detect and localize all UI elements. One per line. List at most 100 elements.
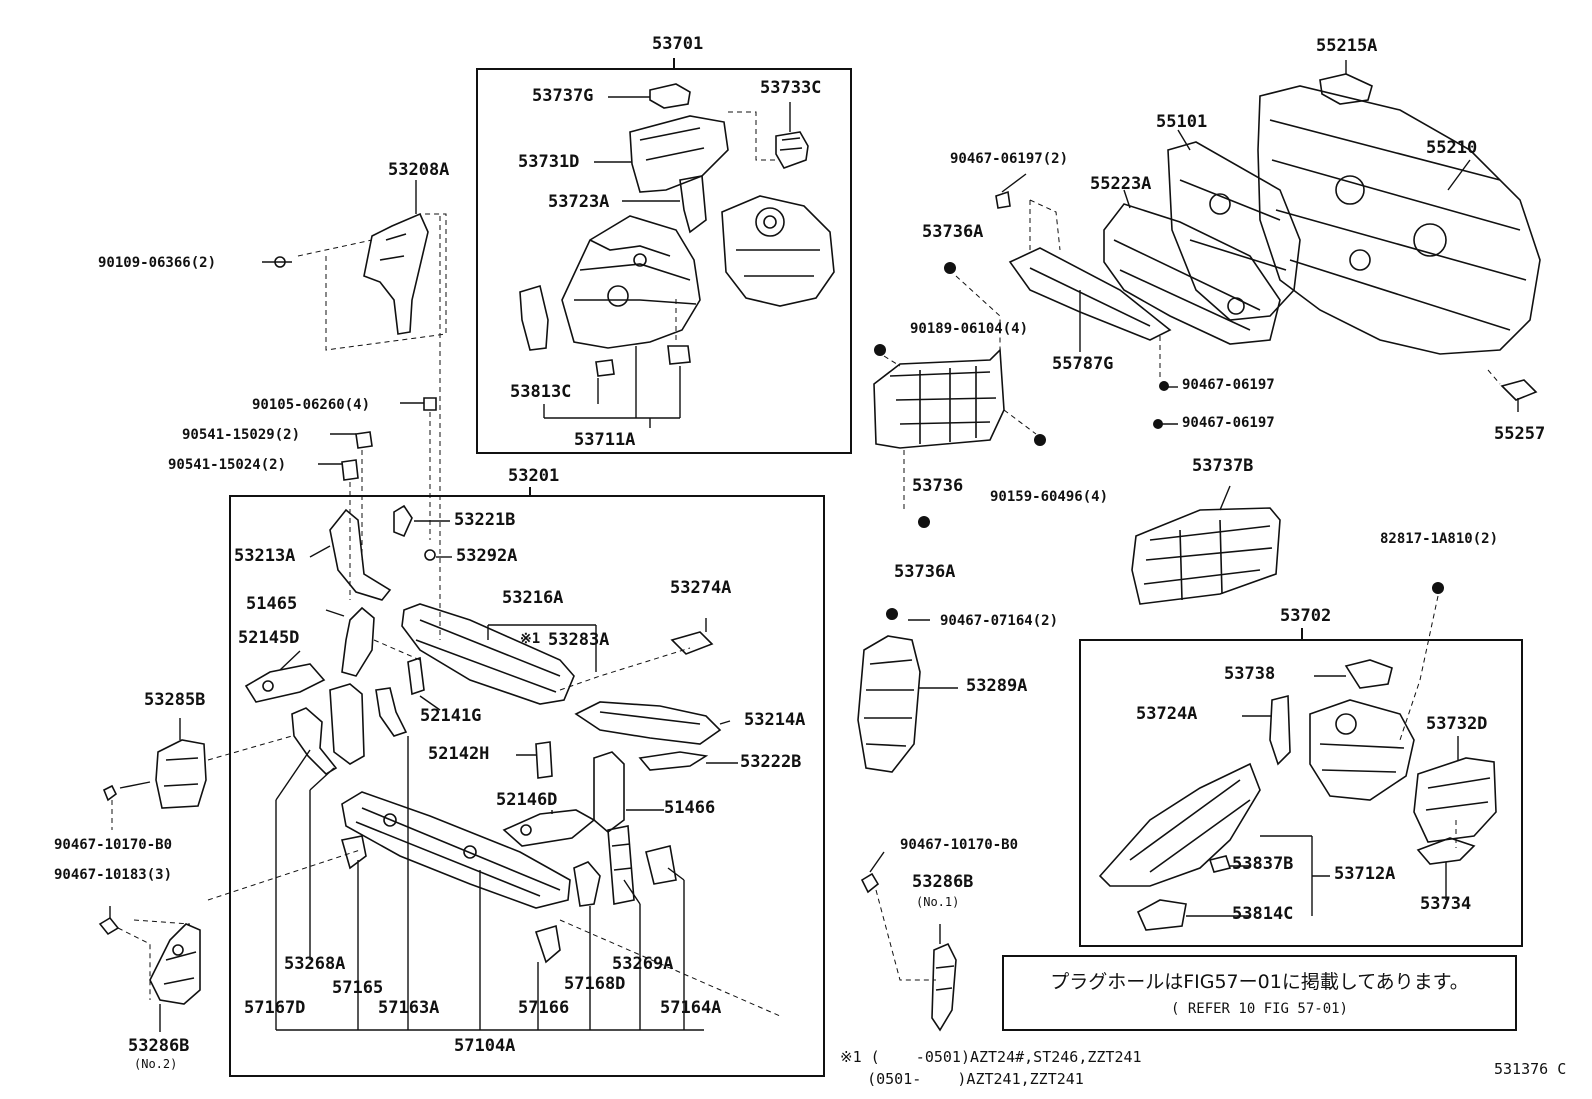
label-55215A: 55215A [1316,36,1378,56]
part-53738-shape [1344,659,1393,689]
part-55101-shape [1167,141,1301,321]
label-53222B: 53222B [740,752,802,772]
label-53723A: 53723A [548,192,610,212]
note-mark-1: ※1 [520,631,541,647]
part-53286B-no1-shape [860,872,957,1032]
label-53737B: 53737B [1192,456,1254,476]
part-55787G-shape [1008,247,1172,341]
label-53208A: 53208A [388,160,450,180]
label-57167D: 57167D [244,998,306,1018]
label-90467-07164-2: 90467-07164(2) [940,613,1059,629]
label-53712A: 53712A [1334,864,1396,884]
dash-panel-group [995,73,1541,401]
label-82817-1A810-2: 82817-1A810(2) [1380,531,1499,547]
label-57166: 57166 [518,998,570,1018]
part-53723A-shape [679,175,707,234]
label-52141G: 52141G [420,706,482,726]
label-53286B-no2: 53286B [128,1036,190,1056]
label-90189-06104-4: 90189-06104(4) [910,321,1029,337]
part-53837B-shape [1208,855,1232,873]
part-57166-shape [534,924,561,964]
part-53733C-shape [775,131,809,169]
label-53289A: 53289A [966,676,1028,696]
part-53268A-left-brace [291,707,338,776]
part-53737B-shape [1131,507,1281,605]
label-55257: 55257 [1494,424,1546,444]
label-53286B-no1-sub: (No.1) [916,895,960,909]
part-55210-shape [1257,85,1541,355]
label-53736: 53736 [912,476,964,496]
label-53216A: 53216A [502,588,564,608]
label-53724A: 53724A [1136,704,1198,724]
label-57165: 57165 [332,978,384,998]
part-52146D-shape [502,809,596,847]
part-52142H-shape [535,741,553,779]
label-90109-06366-2: 90109-06366(2) [98,255,217,271]
part-57164A-shape [645,845,677,885]
part-53268A-shape [329,683,365,765]
part-53734-shape [1416,837,1476,865]
part-front-apron [561,215,701,349]
label-53201: 53201 [508,466,560,486]
label-53274A: 53274A [670,578,732,598]
part-lower-apron [1098,762,1261,887]
part-53222B-shape [638,751,709,771]
part-90467-06197-clip [995,190,1011,209]
label-55787G: 55787G [1052,354,1114,374]
reference-note-japanese: プラグホールはFIG57ー01に掲載してあります。 [1050,971,1469,993]
label-90105-06260-4: 90105-06260(4) [252,397,371,413]
label-53736A-bottom: 53736A [894,562,956,582]
part-53269A-shape [607,825,635,905]
part-55215A-shape [1319,73,1373,105]
label-53733C: 53733C [760,78,822,98]
part-51465-shape [341,606,375,677]
label-90467-06197-b: 90467-06197 [1182,415,1275,431]
reference-note-english: ( REFER 10 FIG 57-01) [1170,1001,1348,1017]
part-51466-shape [593,751,625,834]
part-53214A-shape [574,701,722,745]
label-52142H: 52142H [428,744,490,764]
label-90467-10183-3: 90467-10183(3) [54,867,173,883]
label-90467-06197-a: 90467-06197 [1182,377,1275,393]
label-90467-06197-2: 90467-06197(2) [950,151,1069,167]
reference-note-box: プラグホールはFIG57ー01に掲載してあります。 ( REFER 10 FIG… [1002,955,1517,1031]
label-53268A: 53268A [284,954,346,974]
label-53701: 53701 [652,34,704,54]
label-53734: 53734 [1420,894,1472,914]
part-53724A-shape [1269,694,1291,766]
part-53731D-shape [629,115,729,193]
label-53702: 53702 [1280,606,1332,626]
part-suspension-tower [721,195,835,307]
part-53736-shape [873,348,1005,449]
part-53285B-shape [155,739,207,809]
assy-box-53201 [229,495,825,1077]
figure-id: 531376 C [1494,1060,1567,1078]
label-53286B-no1: 53286B [912,872,974,892]
label-57164A: 57164A [660,998,722,1018]
part-53737G-shape [649,83,691,109]
label-53736A-top: 53736A [922,222,984,242]
label-53813C: 53813C [510,382,572,402]
label-53221B: 53221B [454,510,516,530]
part-53292A-shape [424,549,436,561]
part-53213A-shape [329,508,392,601]
label-53731D: 53731D [518,152,580,172]
part-55257-shape [1500,379,1538,401]
label-53269A: 53269A [612,954,674,974]
label-53711A: 53711A [574,430,636,450]
label-51465: 51465 [246,594,298,614]
label-90467-10170-B0-left: 90467-10170-B0 [54,837,173,853]
label-90159-60496-4: 90159-60496(4) [990,489,1109,505]
footnote-line-1: ※1 ( -0501)AZT24#,ST246,ZZT241 [840,1048,1142,1066]
part-55223A-shape [1103,203,1281,345]
part-57168D-shape [573,861,601,907]
upper-apron-group [519,83,835,377]
part-53732D-shape [1413,757,1497,843]
part-53208A-shape [262,212,429,335]
label-53737G: 53737G [532,86,594,106]
label-52145D: 52145D [238,628,300,648]
part-57163A-shape [375,687,408,737]
label-53837B: 53837B [1232,854,1294,874]
label-57104A: 57104A [454,1036,516,1056]
